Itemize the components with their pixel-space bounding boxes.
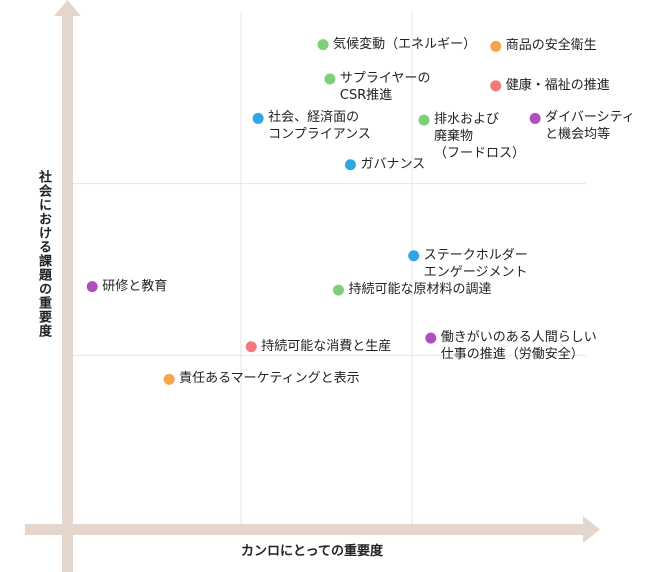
data-point-label: 持続可能な原材料の調達	[348, 282, 492, 298]
data-point	[425, 332, 437, 344]
data-point	[332, 284, 344, 296]
x-axis-bar	[25, 524, 586, 535]
data-point-label: ステークホルダー エンゲージメント	[423, 247, 528, 280]
data-point	[317, 39, 329, 51]
data-point-label: 気候変動（エネルギー）	[333, 36, 477, 52]
data-point-label: ダイバーシティ と機会均等	[545, 110, 635, 143]
data-point-label: 社会、経済面の コンプライアンス	[268, 110, 371, 143]
y-axis-title: 社会における課題の重要度	[36, 170, 51, 338]
data-point	[490, 80, 502, 92]
data-point-label: 健康・福祉の推進	[505, 77, 610, 93]
data-point	[245, 341, 257, 353]
data-point	[490, 40, 502, 52]
data-point	[163, 373, 175, 385]
x-axis-title: カンロにとっての重要度	[241, 544, 383, 559]
data-point	[418, 114, 430, 126]
data-point	[252, 112, 264, 124]
data-point	[324, 73, 336, 85]
data-point-label: 商品の安全衛生	[505, 38, 597, 54]
data-point	[529, 112, 541, 124]
data-point-label: 研修と教育	[102, 278, 168, 294]
data-point-label: 排水および 廃棄物 （フードロス）	[433, 112, 525, 162]
data-point	[344, 159, 356, 171]
y-axis-arrowhead	[54, 0, 81, 16]
data-point-label: 働きがいのある人間らしい 仕事の推進（労働安全）	[440, 330, 597, 363]
data-point-label: ガバナンス	[360, 156, 426, 172]
data-point	[86, 281, 98, 293]
data-point-label: サプライヤーの CSR推進	[339, 70, 431, 103]
data-point-label: 持続可能な消費と生産	[261, 338, 392, 354]
y-axis-bar	[62, 14, 73, 572]
data-point	[408, 250, 420, 262]
x-axis-arrowhead	[583, 516, 600, 543]
data-point-label: 責任あるマーケティングと表示	[179, 371, 360, 387]
